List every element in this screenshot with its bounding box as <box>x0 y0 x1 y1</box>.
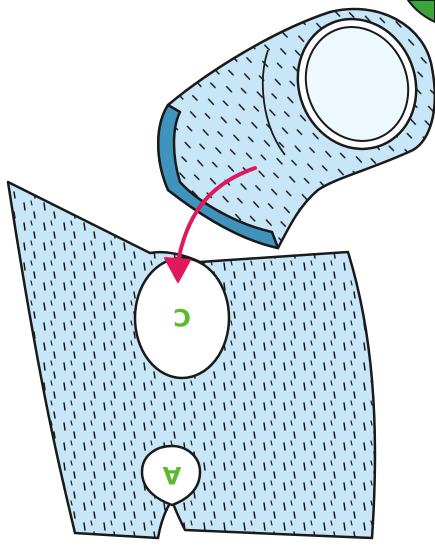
green-circle-icon <box>408 0 435 22</box>
armhole-letter: C <box>173 303 191 331</box>
notch-letter: A <box>162 461 181 489</box>
sleeve <box>158 1 435 248</box>
